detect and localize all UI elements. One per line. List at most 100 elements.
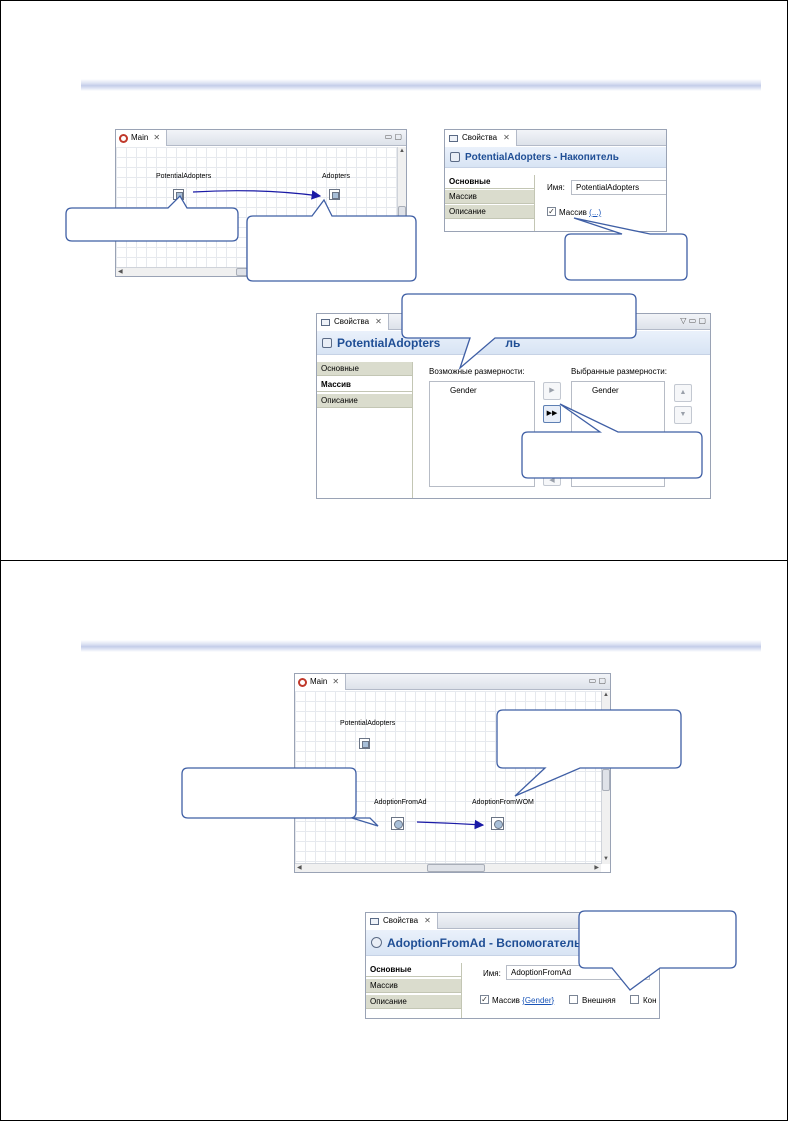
stock-icon xyxy=(450,152,460,162)
tab-main-label: Main xyxy=(310,677,328,686)
sidebar-item-array[interactable]: Массив xyxy=(317,378,412,392)
tab-properties[interactable]: Свойства ✕ xyxy=(317,314,389,330)
selected-dimensions-label: Выбранные размерности: xyxy=(571,367,667,376)
callout-bubble xyxy=(496,709,682,797)
window-controls[interactable]: ▭ ▢ xyxy=(588,676,606,685)
close-icon[interactable]: ✕ xyxy=(153,133,161,142)
vertical-scrollbar[interactable]: ▲ ▼ xyxy=(601,691,610,864)
properties-title: PotentialAdopters - Накопитель xyxy=(465,151,619,163)
name-label: Имя: xyxy=(547,183,565,192)
editor-tabbar: Main ✕ ▭ ▢ xyxy=(116,130,406,146)
link-text: Gender xyxy=(524,996,552,1005)
available-dimensions-list[interactable]: Gender xyxy=(429,381,535,487)
stock-icon xyxy=(322,337,332,348)
constant-checkbox[interactable] xyxy=(630,995,639,1004)
properties-tabbar: Свойства ✕ xyxy=(445,130,666,146)
properties-title: PotentialAdopters xyxy=(337,335,441,350)
properties-icon xyxy=(370,917,379,925)
array-checkbox-row: Массив (...) xyxy=(559,208,601,217)
scroll-thumb-h[interactable] xyxy=(427,864,485,872)
sidebar-item-array[interactable]: Массив xyxy=(445,190,534,204)
scroll-left-icon[interactable]: ◀ xyxy=(297,865,302,871)
move-up-button[interactable]: ▲ xyxy=(674,384,692,402)
window-controls[interactable]: ▽ ▭ ▢ xyxy=(680,316,706,325)
horizontal-scrollbar[interactable]: ◀ ▶ xyxy=(295,863,601,872)
name-field[interactable]: PotentialAdopters xyxy=(571,180,666,195)
close-icon[interactable]: ✕ xyxy=(503,133,510,142)
title-bar xyxy=(81,79,761,91)
array-checkbox-label: Массив xyxy=(559,208,587,217)
array-dimensions-link[interactable]: (...) xyxy=(589,208,602,217)
callout-bubble xyxy=(578,910,737,991)
callout-bubble xyxy=(401,293,637,371)
move-right-button[interactable]: ▶ xyxy=(543,382,561,400)
stock-adopters[interactable] xyxy=(329,189,340,200)
close-icon[interactable]: ✕ xyxy=(424,916,431,925)
scroll-down-icon[interactable]: ▼ xyxy=(603,856,609,862)
tab-main[interactable]: Main ✕ xyxy=(116,130,168,146)
tab-main[interactable]: Main ✕ xyxy=(295,674,347,690)
properties-header: PotentialAdopters - Накопитель xyxy=(445,147,666,168)
array-checkbox-label: Массив xyxy=(492,996,520,1005)
array-checkbox[interactable]: ✓ xyxy=(480,995,489,1004)
scroll-up-icon[interactable]: ▲ xyxy=(603,692,609,698)
title-bar xyxy=(81,640,761,652)
aux-adoption-from-wom[interactable] xyxy=(491,817,504,830)
scroll-thumb[interactable] xyxy=(602,769,610,791)
scroll-up-icon[interactable]: ▲ xyxy=(399,148,405,154)
sidebar-item-basic[interactable]: Основные xyxy=(445,175,534,189)
sidebar-item-array[interactable]: Массив xyxy=(366,979,461,993)
tab-properties-label: Свойства xyxy=(462,133,498,142)
move-all-right-button[interactable]: ▶▶ xyxy=(543,405,561,423)
node-label-potential-adopters: PotentialAdopters xyxy=(340,720,396,727)
tab-properties[interactable]: Свойства ✕ xyxy=(445,130,517,146)
sidebar-item-basic[interactable]: Основные xyxy=(317,362,412,376)
list-item[interactable]: Gender xyxy=(592,386,619,395)
scroll-right-icon[interactable]: ▶ xyxy=(594,865,599,871)
array-dimensions-link[interactable]: {Gender} xyxy=(522,996,554,1005)
callout-bubble xyxy=(181,767,379,827)
node-label-adopters: Adopters xyxy=(322,173,351,180)
array-checkbox[interactable]: ✓ xyxy=(547,207,556,216)
name-label: Имя: xyxy=(483,969,501,978)
constant-label: Кон xyxy=(643,996,657,1005)
model-icon xyxy=(119,133,128,143)
callout-bubble xyxy=(564,217,688,281)
properties-sidebar: Основные Массив Описание xyxy=(317,362,413,498)
window-controls[interactable]: ▭ ▢ xyxy=(384,132,402,141)
node-label-adoption-from-ad: AdoptionFromAd xyxy=(374,799,427,806)
list-item[interactable]: Gender xyxy=(450,386,477,395)
aux-adoption-from-ad[interactable] xyxy=(391,817,404,830)
properties-title-tail: ль xyxy=(505,335,521,350)
node-label-potential-adopters: PotentialAdopters xyxy=(156,173,212,180)
tab-properties[interactable]: Свойства ✕ xyxy=(366,913,438,929)
node-label-adoption-from-wom: AdoptionFromWOM xyxy=(472,799,534,806)
sidebar-item-basic[interactable]: Основные xyxy=(366,963,461,977)
close-icon[interactable]: ✕ xyxy=(332,677,340,686)
move-down-button[interactable]: ▼ xyxy=(674,406,692,424)
close-icon[interactable]: ✕ xyxy=(375,317,382,326)
link-open: { xyxy=(522,996,525,1005)
properties-icon xyxy=(321,318,330,326)
callout-bubble xyxy=(521,403,703,479)
properties-sidebar: Основные Массив Описание xyxy=(445,175,535,231)
scroll-left-icon[interactable]: ◀ xyxy=(118,269,123,275)
sidebar-item-description[interactable]: Описание xyxy=(366,995,461,1009)
stock-potential-adopters[interactable] xyxy=(359,738,370,749)
external-label: Внешняя xyxy=(582,996,616,1005)
external-checkbox[interactable] xyxy=(569,995,578,1004)
auxiliary-icon xyxy=(371,937,382,948)
tab-properties-label: Свойства xyxy=(334,317,370,326)
properties-title: AdoptionFromAd - Вспомогательна xyxy=(387,935,596,950)
properties-panel-small: Свойства ✕ PotentialAdopters - Накопител… xyxy=(444,129,667,232)
flow-arrow xyxy=(192,190,322,200)
properties-sidebar: Основные Массив Описание xyxy=(366,963,462,1018)
callout-bubble xyxy=(246,198,417,282)
sidebar-item-description[interactable]: Описание xyxy=(445,205,534,219)
sidebar-item-description[interactable]: Описание xyxy=(317,394,412,408)
callout-bubble xyxy=(65,194,239,242)
model-icon xyxy=(298,677,307,687)
array-checkbox-row: Массив {Gender} xyxy=(492,996,554,1005)
properties-icon xyxy=(449,134,458,142)
